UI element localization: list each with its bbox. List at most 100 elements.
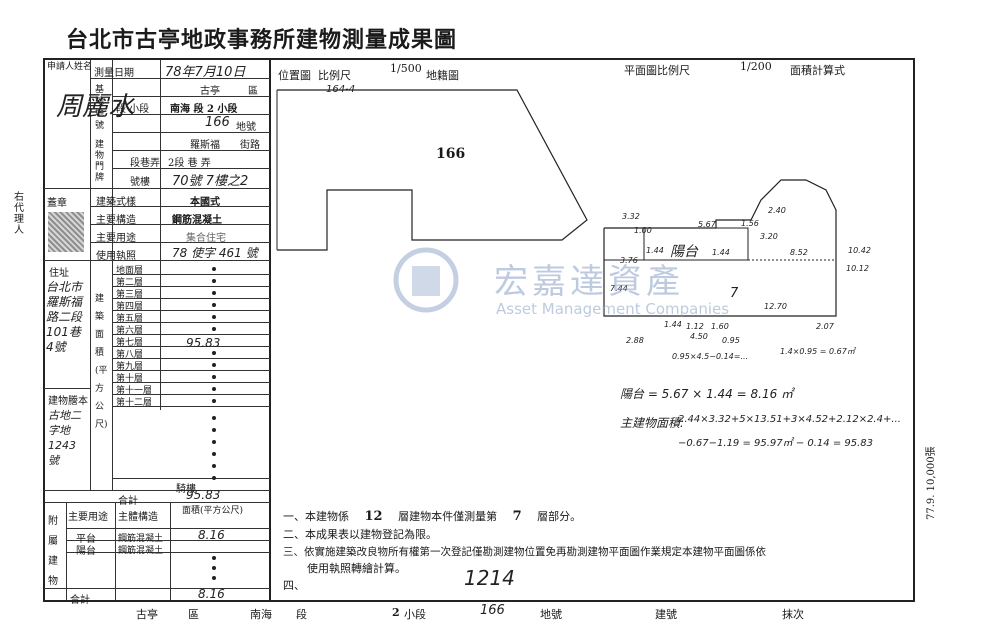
floor-row-line (112, 406, 270, 407)
floor-row-line (112, 286, 270, 287)
note-1-floors: 12 (364, 509, 383, 524)
annex-label: 附屬建物 (48, 516, 58, 587)
floor-label: 第八層 (116, 350, 144, 360)
site-lot-number: 166 (436, 146, 466, 162)
floor-label: 第十一層 (116, 386, 153, 396)
blank-row-dot (212, 476, 216, 480)
use-value: 集合住宅 (186, 233, 226, 244)
blank-row-dot (212, 428, 216, 432)
street-label: 街路 (240, 140, 260, 151)
floor-row-line (112, 334, 270, 335)
dimension-label: 2.07 (816, 322, 834, 331)
location-scale-value: 1/500 (390, 62, 422, 75)
plan-scale-label: 平面圖比例尺 (624, 64, 690, 77)
blank-row-dot (212, 416, 216, 420)
footer-section-suffix: 段 (296, 608, 307, 621)
survey-date-value: 78年7月10日 (165, 65, 246, 80)
license-value: 78 使字 461 號 (172, 246, 258, 260)
floor-row-line (112, 370, 270, 371)
dimension-label: 1.56 (741, 219, 759, 228)
calc-small-1: 0.95×4.5−0.14=... (672, 352, 749, 361)
total-value: 95.83 (186, 488, 221, 502)
lane-label: 段巷弄 (130, 158, 160, 169)
arcade-label: 騎樓 (176, 484, 196, 495)
floor-plan (603, 179, 837, 317)
floor-label: 地面層 (116, 266, 144, 276)
annex-area-0: 8.16 (198, 528, 225, 542)
annex-use-0: 平台 (76, 534, 96, 545)
annex-struct-1: 鋼筋混凝土 (118, 546, 164, 556)
watermark-crest (376, 238, 476, 328)
area-label: 建築面積(平方公尺) (95, 294, 108, 430)
floor-empty-dot (212, 279, 216, 283)
survey-date-label: 測量日期 (94, 68, 134, 79)
form-column (43, 58, 271, 602)
cert-value: 古地二字地 1243 號 (48, 409, 81, 467)
style-label: 建築式樣 (96, 197, 136, 208)
floor-row-line (112, 322, 270, 323)
dimension-label: 1.44 (712, 248, 730, 257)
site-top-note: 164-4 (326, 84, 356, 95)
annex-empty-dot (212, 576, 216, 580)
annex-empty-dot (212, 556, 216, 560)
floor-empty-dot (212, 303, 216, 307)
floor-empty-dot (212, 267, 216, 271)
footer-section: 南海 (250, 608, 272, 621)
floor-empty-dot (212, 351, 216, 355)
footer-district: 古亭 (136, 608, 158, 621)
district-value: 古亭 (200, 86, 220, 97)
blank-row-dot (212, 464, 216, 468)
floor-row-line (112, 346, 270, 347)
dimension-label: 12.70 (764, 302, 787, 311)
footer-district-suffix: 區 (188, 608, 199, 621)
annex-total-value: 8.16 (198, 587, 225, 601)
district-label: 區 (248, 86, 258, 97)
section-label: 段 小段 (116, 104, 150, 115)
note-2: 二、本成果表以建物登記為限。 (283, 528, 437, 541)
address-value: 台北市羅斯福路二段101巷4號 (46, 280, 83, 354)
annex-total-label: 合計 (70, 595, 90, 606)
dimension-label: 7.44 (610, 284, 628, 293)
footer-lot-suffix: 地號 (540, 608, 562, 621)
footer-building-suffix: 建號 (655, 608, 677, 621)
note-1-a: 一、本建物係 (283, 510, 349, 523)
calc-small-2: 1.4×0.95 = 0.67㎡ (780, 347, 855, 356)
watermark-english: Asset Management Companies (496, 300, 730, 318)
floor-empty-dot (212, 315, 216, 319)
floor-empty-dot (212, 363, 216, 367)
floor7-value: 95.83 (186, 336, 221, 350)
floor-empty-dot (212, 387, 216, 391)
style-value: 本國式 (190, 197, 220, 208)
floor-row-line (112, 310, 270, 311)
note-1-b: 層建物本件僅測量第 (398, 510, 498, 523)
plan-scale-value: 1/200 (740, 60, 772, 73)
annex-area-label: 面積(平方公尺) (182, 506, 244, 516)
note-1-c: 層部分。 (537, 510, 582, 523)
dimension-label: 3.32 (622, 212, 640, 221)
footer-subsection: 2 (392, 606, 400, 619)
floor-empty-dot (212, 375, 216, 379)
dimension-label: 10.12 (846, 264, 869, 273)
dimension-label: 3.20 (760, 232, 778, 241)
footer-subsection-suffix: 小段 (404, 608, 426, 621)
floor-label: 第十二層 (116, 398, 153, 408)
dimension-label: 10.42 (848, 246, 871, 255)
calc-main-label: 主建物面積: (620, 416, 685, 430)
floor-row-line (112, 358, 270, 359)
address-label: 住址 (49, 268, 69, 279)
note-3b: 使用執照轉繪計算。 (307, 562, 406, 575)
note-3: 三、依實施建築改良物所有權第一次登記僅勘測建物位置免再勘測建物平面圖作業規定本建… (283, 546, 766, 558)
dimension-label: 0.95 (722, 336, 740, 345)
footer-lot: 166 (480, 603, 505, 618)
floor-plan-unit: 7 (730, 286, 739, 301)
left-margin-label: 右代理人 (14, 192, 24, 236)
dimension-label: 8.52 (790, 248, 808, 257)
annex-use-1: 陽台 (76, 546, 96, 557)
base-location-label: 基地地號 (95, 85, 105, 131)
annex-struct-label: 主體構造 (118, 512, 158, 523)
location-map-label: 位置圖 (278, 69, 311, 82)
area-calc-label: 面積計算式 (790, 64, 845, 77)
watermark-chinese: 宏嘉達資產 (494, 262, 684, 302)
dimension-label: 2.88 (626, 336, 644, 345)
dimension-label: 1.44 (646, 246, 664, 255)
